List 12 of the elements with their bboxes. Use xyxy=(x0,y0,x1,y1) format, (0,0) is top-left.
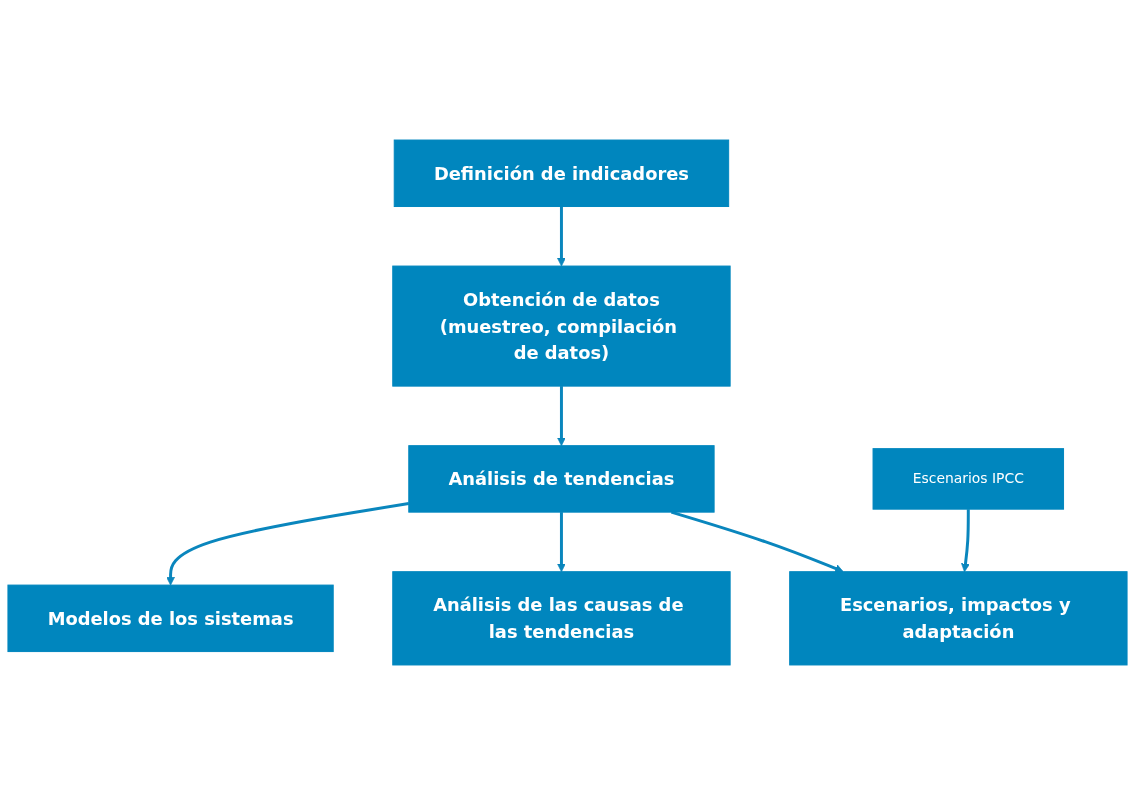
arrow xyxy=(961,509,970,573)
node-box: Definición de indicadores xyxy=(393,139,730,207)
arrow xyxy=(557,386,566,447)
arrow xyxy=(557,512,566,573)
arrow xyxy=(557,206,566,267)
node-box: Modelos de los sistemas xyxy=(7,584,334,653)
node-box: Escenarios IPCC xyxy=(872,448,1065,510)
node-box: Escenarios, impactos y adaptación xyxy=(789,571,1128,666)
arrow xyxy=(166,502,409,586)
node-box: Análisis de las causas de las tendencias xyxy=(392,571,731,666)
node-box: Obtención de datos (muestreo, compilación de datos) xyxy=(392,265,731,387)
node-box: Análisis de tendencias xyxy=(408,445,715,513)
